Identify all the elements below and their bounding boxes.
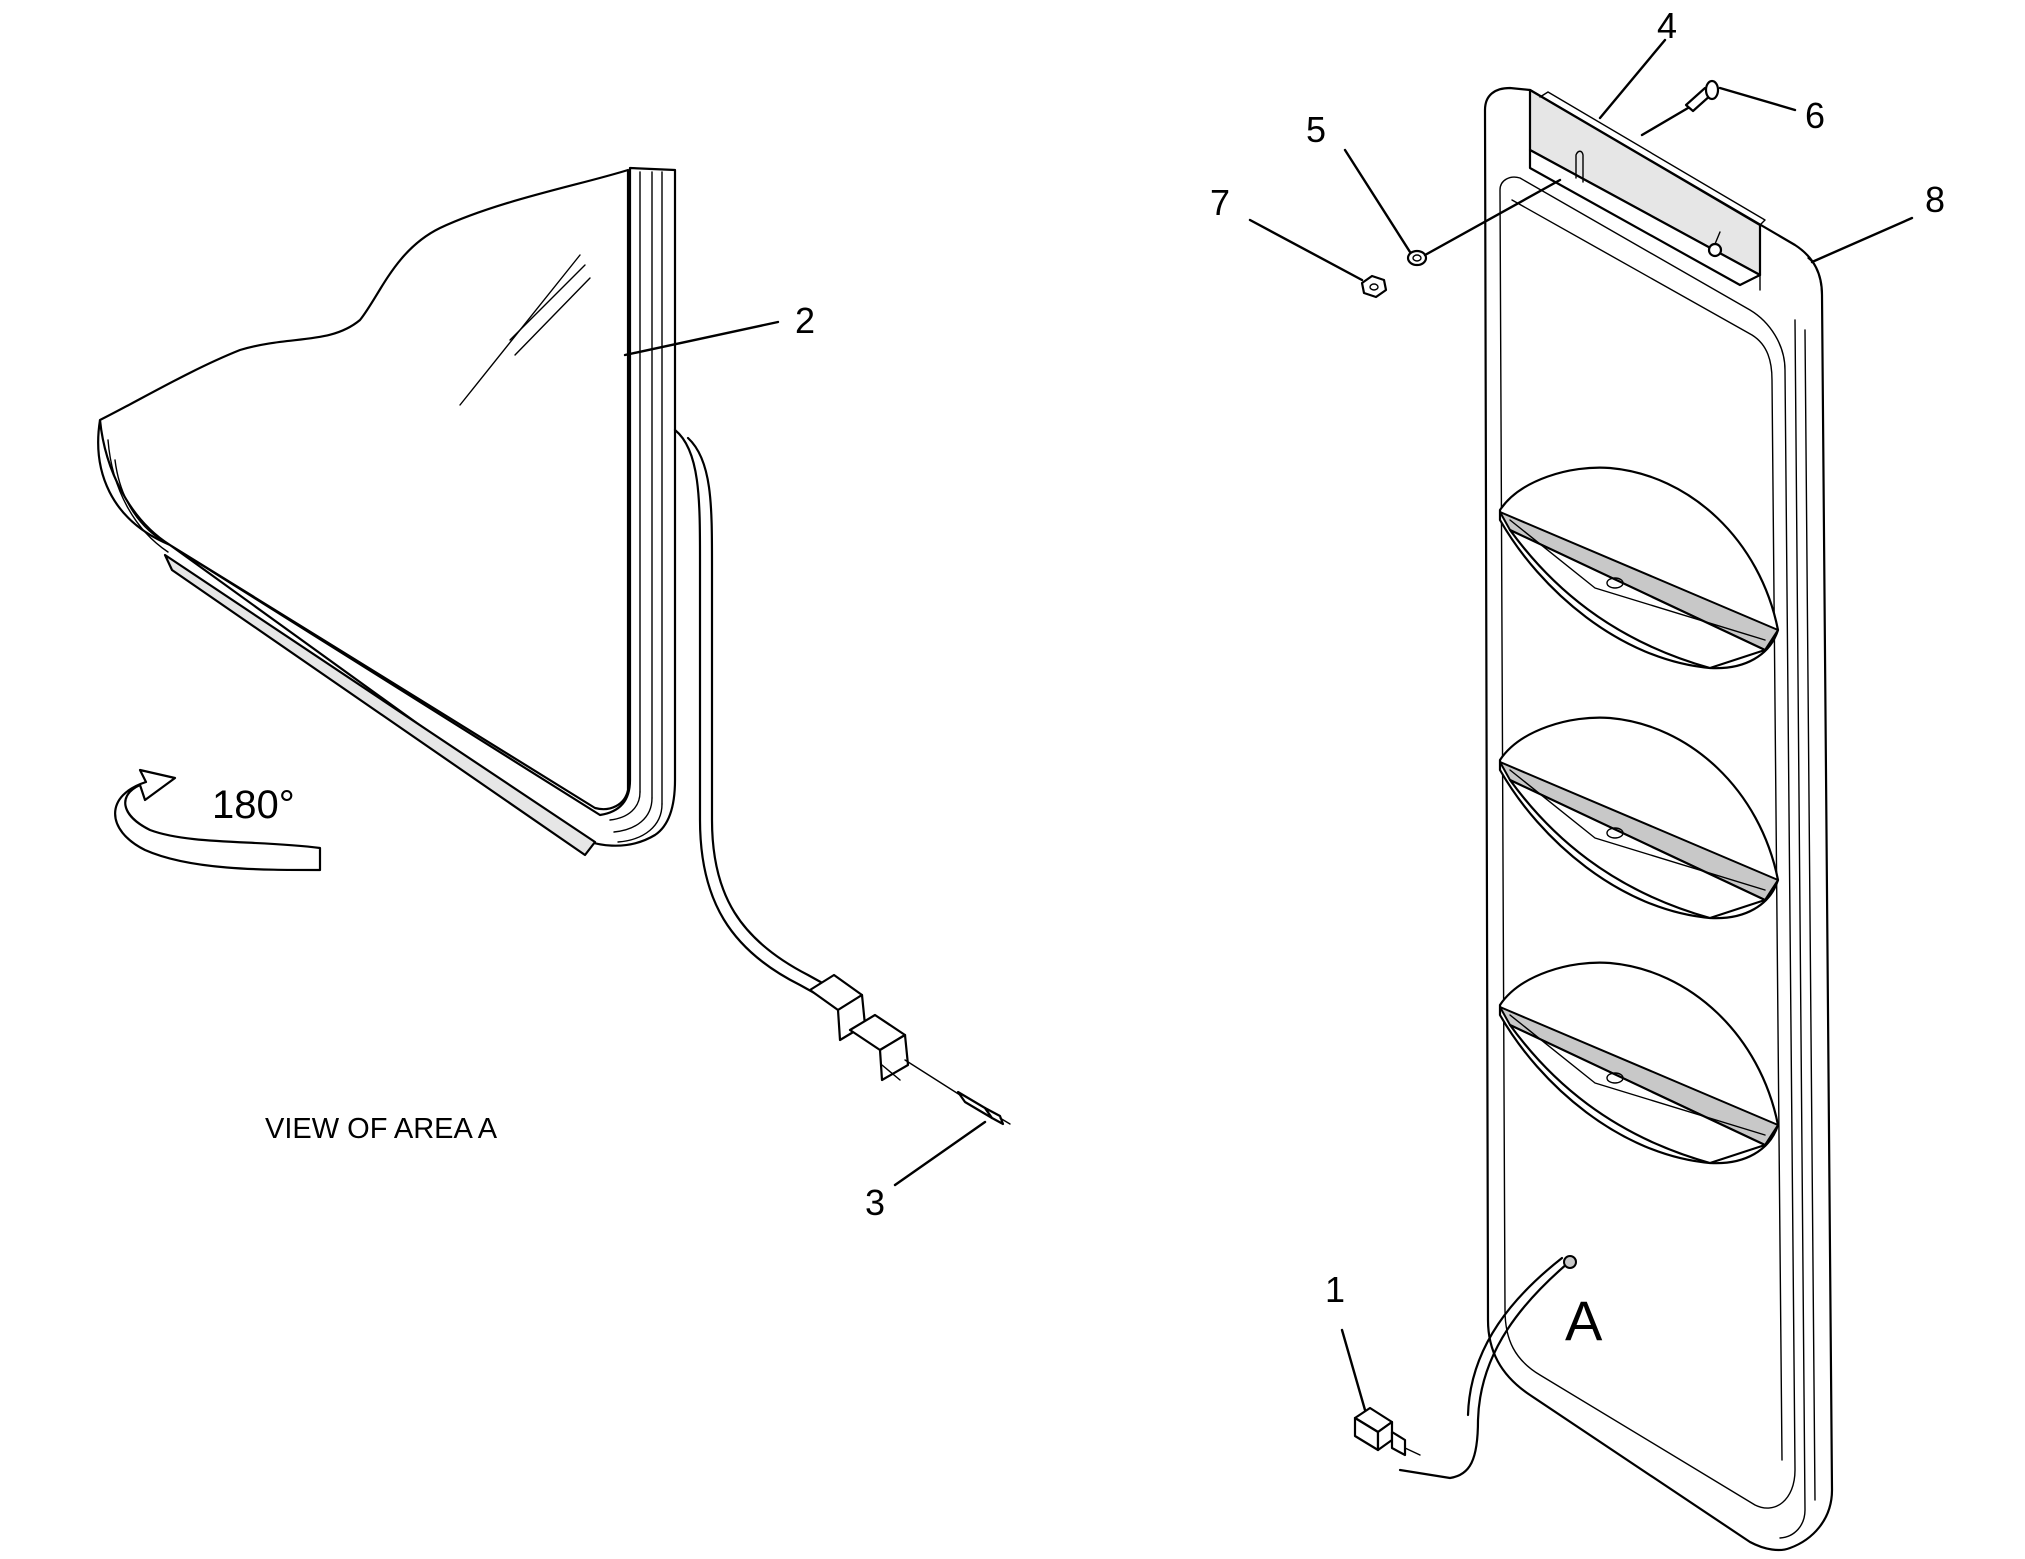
rotation-label: 180° <box>212 783 295 827</box>
heater-cable <box>673 428 820 997</box>
leader-7 <box>1248 218 1364 282</box>
panel-frame <box>97 166 677 847</box>
washer-icon <box>1406 249 1428 267</box>
lamp-3 <box>1498 961 1780 1165</box>
callout-8: 8 <box>1925 179 1945 220</box>
callout-6: 6 <box>1805 95 1825 136</box>
lamp-1 <box>1498 466 1780 670</box>
callout-2: 2 <box>795 300 815 341</box>
area-marker: A <box>1565 1289 1603 1352</box>
leader-6 <box>1718 86 1797 112</box>
view-caption: VIEW OF AREA A <box>265 1113 498 1145</box>
leader-1 <box>1340 1328 1367 1412</box>
nut-icon <box>1360 274 1388 299</box>
terminal-pin <box>956 1090 994 1120</box>
leader-5b <box>1423 178 1562 257</box>
glass-sheet <box>98 168 630 811</box>
panel-inner-border <box>1499 176 1796 1509</box>
leader-4 <box>1598 38 1667 120</box>
leader-8 <box>1810 216 1914 264</box>
glass-panel-detail <box>97 166 1011 1126</box>
leader-5 <box>1343 148 1412 254</box>
lamp-2 <box>1498 716 1780 920</box>
panel-assembly <box>1353 86 1834 1552</box>
leader-6b <box>1640 106 1690 137</box>
callout-3: 3 <box>865 1182 885 1223</box>
callout-4: 4 <box>1657 5 1677 46</box>
callout-5: 5 <box>1306 109 1326 150</box>
callout-7: 7 <box>1210 182 1230 223</box>
bracket-slot <box>1575 150 1584 183</box>
rotate-180-arrow-icon <box>114 768 322 872</box>
leader-3 <box>893 1120 987 1187</box>
callout-1: 1 <box>1325 1269 1345 1310</box>
screw-icon <box>1684 79 1720 113</box>
leader-2 <box>623 320 780 357</box>
panel-wire <box>1398 1261 1570 1480</box>
